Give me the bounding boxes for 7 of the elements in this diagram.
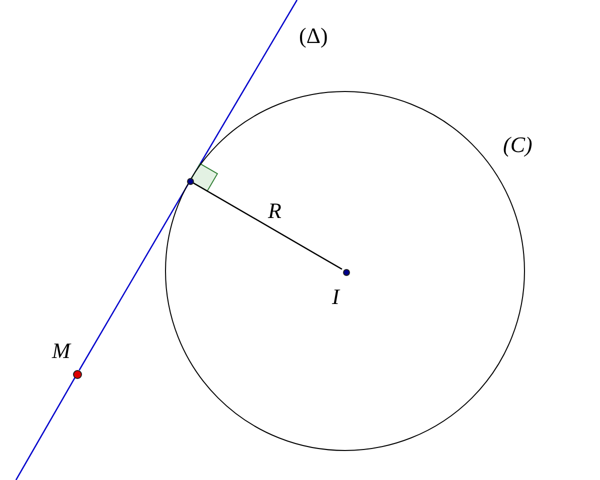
point-label: I (332, 286, 340, 308)
edge-label: R (268, 200, 282, 222)
line-label: (Δ) (299, 25, 328, 47)
line-segment (192, 182, 342, 270)
point-label: (C) (503, 134, 532, 156)
point-label: M (52, 340, 70, 362)
line-segment (78, 184, 189, 370)
